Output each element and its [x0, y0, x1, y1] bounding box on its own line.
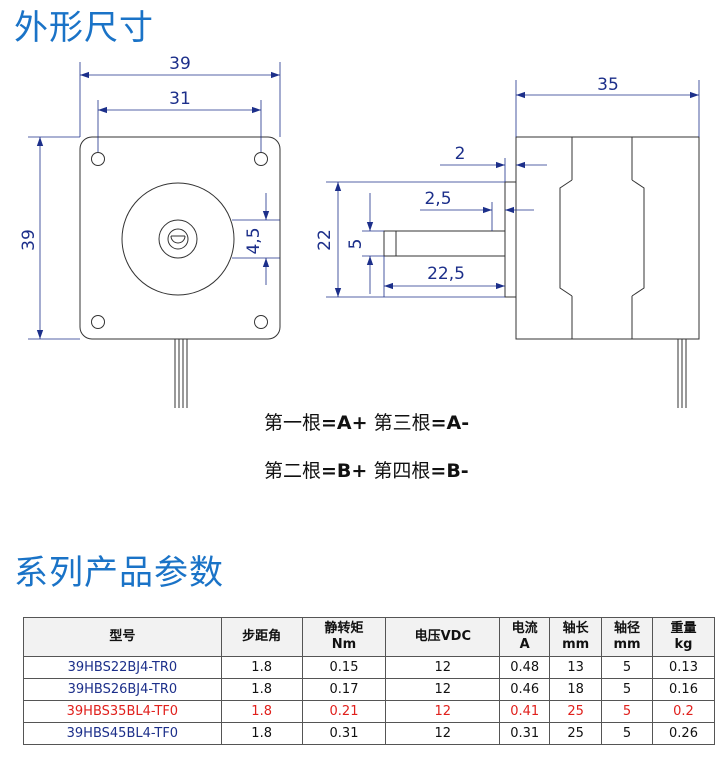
wire-label-2: 第二根	[264, 460, 322, 482]
cell-voltage: 12	[385, 700, 501, 723]
header-model: 型号	[23, 617, 222, 657]
cell-shaft-length: 25	[549, 700, 603, 723]
cell-model: 39HBS45BL4-TF0	[23, 722, 222, 745]
cell-weight: 0.26	[652, 722, 715, 745]
table-row: 39HBS26BJ4-TR0 1.8 0.17 12 0.46 18 5 0.1…	[23, 678, 715, 701]
front-view	[79, 136, 281, 408]
wire-value-1: =A+	[321, 412, 368, 434]
header-voltage: 电压VDC	[385, 617, 501, 657]
cell-torque: 0.31	[301, 722, 387, 745]
cell-step-angle: 1.8	[220, 656, 303, 679]
dim-boss-diameter: 4,5	[244, 227, 264, 254]
cell-torque: 0.17	[301, 678, 387, 701]
cell-shaft-diameter: 5	[601, 700, 654, 723]
header-step-angle: 步距角	[220, 617, 303, 657]
outline-title: 外形尺寸	[14, 8, 154, 48]
cell-voltage: 12	[385, 656, 501, 679]
dim-front-width: 39	[169, 54, 191, 74]
cell-step-angle: 1.8	[220, 678, 303, 701]
motor-face-outline	[79, 136, 281, 340]
cell-shaft-length: 13	[549, 656, 603, 679]
boss-inner	[158, 219, 198, 259]
wire-value-4: =B-	[430, 460, 469, 482]
cell-weight: 0.16	[652, 678, 715, 701]
cell-model: 39HBS22BJ4-TR0	[23, 656, 222, 679]
dim-side-length: 35	[597, 75, 619, 95]
dim-flange: 2	[455, 144, 466, 164]
shaft	[383, 230, 506, 257]
cell-shaft-length: 18	[549, 678, 603, 701]
dim-front-height: 39	[19, 229, 39, 251]
mount-hole-top-left	[91, 152, 105, 166]
mount-hole-bottom-left	[91, 315, 105, 329]
table-row-highlighted: 39HBS35BL4-TF0 1.8 0.21 12 0.41 25 5 0.2	[23, 700, 715, 723]
wire-value-3: =A-	[430, 412, 470, 434]
cell-weight: 0.2	[652, 700, 715, 723]
cell-voltage: 12	[385, 722, 501, 745]
wire-value-2: =B+	[321, 460, 368, 482]
cell-shaft-diameter: 5	[601, 678, 654, 701]
wiring-line-1: 第一根=A+ 第三根=A-	[264, 408, 469, 435]
wiring-line-2: 第二根=B+ 第四根=B-	[264, 456, 469, 483]
cell-voltage: 12	[385, 678, 501, 701]
cell-current: 0.31	[499, 722, 551, 745]
params-title: 系列产品参数	[14, 553, 224, 593]
wire-label-4: 第四根	[373, 460, 431, 482]
dim-shaft-diameter: 5	[346, 239, 366, 250]
boss-outer	[121, 182, 235, 296]
dim-hole-spacing: 31	[169, 89, 191, 109]
shaft-flat	[170, 235, 186, 244]
cell-current: 0.41	[499, 700, 551, 723]
shaft-outer	[167, 228, 189, 250]
cell-weight: 0.13	[652, 656, 715, 679]
table-row: 39HBS22BJ4-TR0 1.8 0.15 12 0.48 13 5 0.1…	[23, 656, 715, 679]
mount-hole-top-right	[254, 152, 268, 166]
table-row: 39HBS45BL4-TF0 1.8 0.31 12 0.31 25 5 0.2…	[23, 722, 715, 745]
wire-label-1: 第一根	[264, 412, 322, 434]
cell-current: 0.48	[499, 656, 551, 679]
dim-shaft-length: 22,5	[427, 264, 465, 284]
motor-body-outline	[515, 136, 700, 340]
cell-shaft-length: 25	[549, 722, 603, 745]
cell-step-angle: 1.8	[220, 700, 303, 723]
front-boss	[504, 181, 517, 298]
cell-step-angle: 1.8	[220, 722, 303, 745]
cell-torque: 0.15	[301, 656, 387, 679]
mount-hole-bottom-right	[254, 315, 268, 329]
cell-shaft-diameter: 5	[601, 656, 654, 679]
cell-shaft-diameter: 5	[601, 722, 654, 745]
cell-torque: 0.21	[301, 700, 387, 723]
side-view	[383, 136, 700, 408]
dim-boss-height: 22	[315, 229, 335, 251]
cell-model: 39HBS35BL4-TF0	[23, 700, 222, 723]
dim-gap: 2,5	[424, 189, 451, 209]
cell-current: 0.46	[499, 678, 551, 701]
cell-model: 39HBS26BJ4-TR0	[23, 678, 222, 701]
wire-label-3: 第三根	[373, 412, 431, 434]
technical-drawing: 39 31 39 4,5 35 2 2,5 22 5 22,5	[19, 54, 700, 408]
